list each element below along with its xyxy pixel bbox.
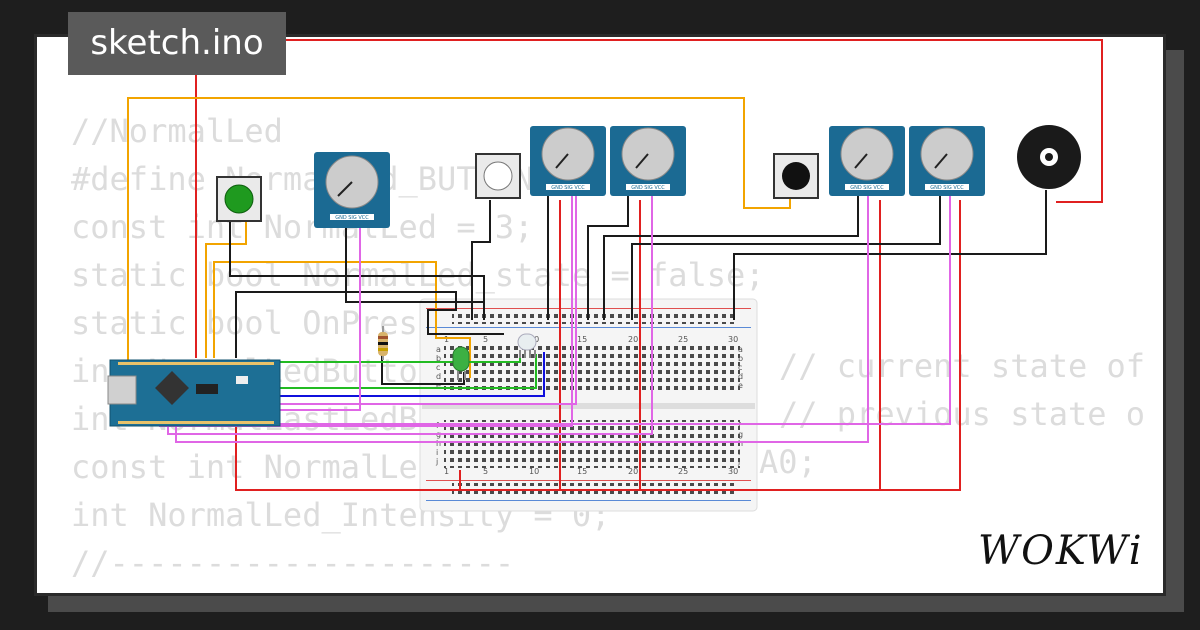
row-letter: a [436,345,441,354]
code-comment: A0; [759,443,817,481]
row-letter: f [738,421,741,430]
mcu-chip [155,371,189,405]
module-pin-label: GND SIG VCC [850,185,884,191]
column-number: 10 [529,467,539,476]
row-letter: b [436,354,441,363]
column-number: 30 [728,335,738,344]
wire-violet [175,196,869,443]
wire-red [235,200,961,491]
row-letter: d [738,372,743,381]
column-number: 20 [628,467,638,476]
file-tab[interactable]: sketch.ino [68,12,286,75]
row-letter: h [436,439,441,448]
potentiometer-module[interactable]: GND SIG VCC [530,126,606,196]
module-pin-label: GND SIG VCC [335,215,369,221]
column-number: 5 [483,335,488,344]
row-letter: d [436,372,441,381]
pushbutton-green[interactable] [216,176,262,222]
wire-orange [127,97,791,358]
row-letter: h [738,439,743,448]
wire-black [471,200,491,320]
row-letter: i [436,448,438,457]
usb-port [107,375,137,405]
potentiometer-module[interactable]: GND SIG VCC [314,152,390,228]
green-led[interactable] [452,346,470,380]
code-line: //--------------------- [71,544,515,582]
wokwi-logo: WOKWi [978,528,1144,574]
row-letter: e [436,381,441,390]
row-letter: j [737,457,740,466]
buzzer[interactable] [1017,125,1081,189]
column-number: 30 [728,467,738,476]
code-comment: // previous state o [779,395,1146,433]
code-line: const int NormalLed [71,448,438,486]
row-letter: a [738,345,743,354]
column-number: 15 [577,335,587,344]
module-pin-label: GND SIG VCC [930,185,964,191]
column-number: 5 [483,467,488,476]
potentiometer-module[interactable]: GND SIG VCC [909,126,985,196]
wire-black [587,196,629,320]
wire-violet [184,196,951,425]
wire-orange [205,222,247,358]
wire-red [195,39,1103,358]
rgb-led[interactable] [517,333,537,358]
column-number: 25 [678,335,688,344]
code-line: //NormalLed [71,112,283,150]
pushbutton-black[interactable] [773,153,819,199]
row-letter: c [738,363,742,372]
module-pin-label: GND SIG VCC [551,185,585,191]
wire-violet [156,196,577,405]
column-number: 20 [628,335,638,344]
wire-black [631,196,941,320]
column-number: 1 [444,335,449,344]
wire-black [733,190,1047,320]
potentiometer-module[interactable]: GND SIG VCC [610,126,686,196]
row-letter: i [738,448,740,457]
wire-orange [213,261,471,378]
breadboard[interactable] [419,298,758,512]
column-number: 25 [678,467,688,476]
module-pin-label: GND SIG VCC [631,185,665,191]
arduino-nano[interactable] [107,359,281,427]
row-letter: j [435,457,438,466]
breadboard-labels: 1 5 10 15 20 25 30 1 5 10 15 20 25 30 a … [435,335,743,476]
wire-black [235,291,504,358]
row-letter: b [738,354,743,363]
row-letter: c [436,363,440,372]
column-number: 15 [577,467,587,476]
resistor[interactable] [378,326,388,360]
wire-black [603,196,859,320]
code-line: //Selected [71,587,765,593]
row-letter: g [738,430,743,439]
pushbutton-white[interactable] [475,153,521,199]
potentiometer-module[interactable]: GND SIG VCC [829,126,905,196]
code-line: const int NormalLed = 3; [71,208,534,246]
wire-black [229,222,485,320]
column-number: 1 [444,467,449,476]
row-letter: e [738,381,743,390]
wire-black [345,212,484,303]
